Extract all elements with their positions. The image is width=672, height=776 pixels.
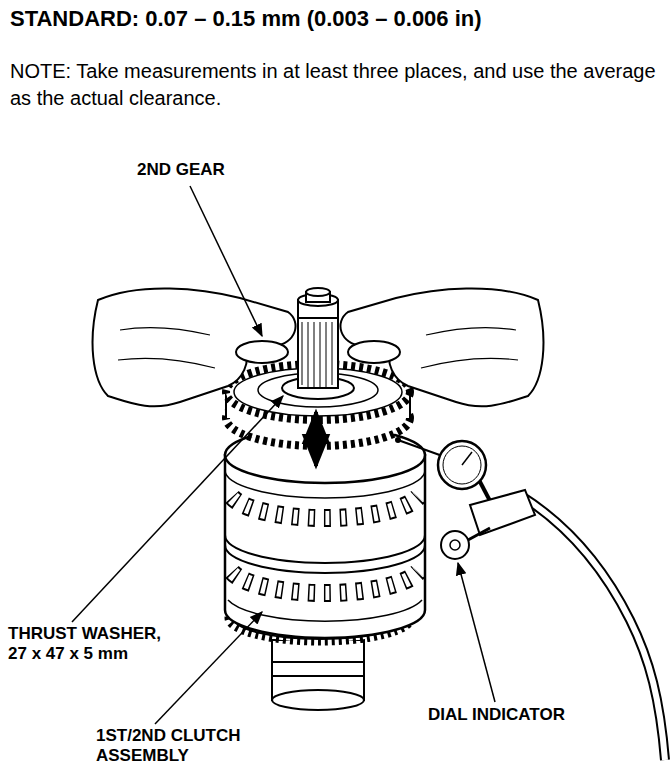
leader-lines [72,186,495,724]
part-label: 1ST/2ND CLUTCH ASSEMBLY [96,726,296,767]
mainshaft [298,288,338,388]
dial-indicator [395,437,665,760]
part-label: THRUST WASHER, 27 x 47 x 5 mm [8,624,183,665]
spec-text: STANDARD: 0.07 – 0.15 mm (0.003 – 0.006 … [10,6,482,32]
part-label: 2ND GEAR [137,160,225,180]
clutch-drum [225,427,425,638]
part-label: DIAL INDICATOR [428,705,565,725]
note-text: NOTE: Take measurements in at least thre… [10,58,665,112]
clearance-arrow [314,412,318,466]
hands [93,288,544,406]
